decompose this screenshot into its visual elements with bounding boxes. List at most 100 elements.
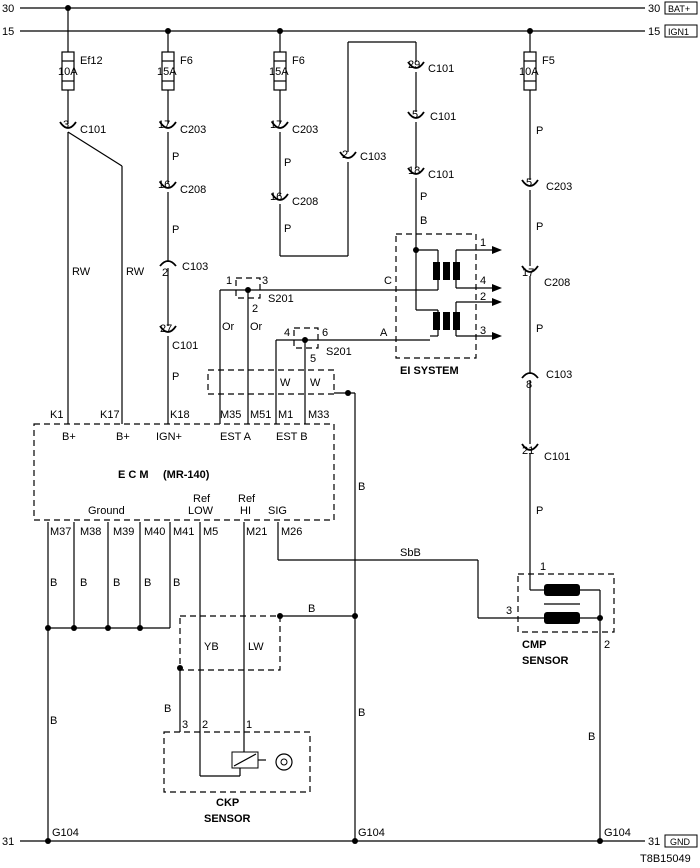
svg-text:C208: C208 bbox=[544, 277, 570, 289]
svg-text:5: 5 bbox=[412, 109, 418, 121]
svg-text:Or: Or bbox=[222, 321, 235, 333]
svg-text:B+: B+ bbox=[116, 431, 130, 443]
svg-text:27: 27 bbox=[160, 323, 172, 335]
svg-text:M41: M41 bbox=[173, 526, 194, 538]
splice-s201-b: 4 6 5 S201 A W W bbox=[275, 327, 430, 424]
fuse-ef12: 10A Ef12 bbox=[58, 8, 103, 91]
fuse-name: F6 bbox=[180, 55, 193, 67]
svg-text:YB: YB bbox=[204, 641, 219, 653]
rail-ign-tag bbox=[664, 24, 698, 38]
rail-gnd-num: 31 bbox=[2, 836, 14, 848]
svg-text:B: B bbox=[50, 577, 57, 589]
svg-text:3: 3 bbox=[182, 719, 188, 731]
rail-bat-label: BAT+ bbox=[668, 4, 690, 14]
svg-text:P: P bbox=[284, 157, 291, 169]
svg-text:C101: C101 bbox=[428, 169, 454, 181]
svg-text:M21: M21 bbox=[246, 526, 267, 538]
svg-text:M40: M40 bbox=[144, 526, 165, 538]
rail-gnd-tag bbox=[664, 834, 698, 848]
svg-text:Ground: Ground bbox=[88, 505, 125, 517]
splice-s201-a: 1 3 2 S201 C Or Or bbox=[219, 275, 430, 424]
svg-text:B: B bbox=[588, 731, 595, 743]
rail-ign-num: 15 bbox=[2, 26, 14, 38]
svg-text:4: 4 bbox=[284, 327, 290, 339]
svg-text:HI: HI bbox=[240, 505, 251, 517]
fuse-amp: 15A bbox=[269, 66, 289, 78]
ei-title: EI SYSTEM bbox=[400, 365, 459, 377]
svg-text:SENSOR: SENSOR bbox=[522, 655, 569, 667]
svg-text:B: B bbox=[164, 703, 171, 715]
ckp-sensor: B YB LW B 3 2 1 CKP SENSOR bbox=[163, 541, 358, 825]
svg-text:EST A: EST A bbox=[220, 431, 252, 443]
svg-text:LW: LW bbox=[248, 641, 264, 653]
svg-text:M38: M38 bbox=[80, 526, 101, 538]
svg-text:17: 17 bbox=[270, 119, 282, 131]
rail-bat-tag bbox=[664, 1, 698, 15]
svg-text:29: 29 bbox=[408, 59, 420, 71]
svg-text:2: 2 bbox=[342, 149, 348, 161]
svg-text:2: 2 bbox=[604, 639, 610, 651]
svg-text:C101: C101 bbox=[430, 111, 456, 123]
svg-text:B+: B+ bbox=[62, 431, 76, 443]
svg-text:M1: M1 bbox=[278, 409, 293, 421]
svg-text:B: B bbox=[80, 577, 87, 589]
column-k1: 3 C101 RW RW bbox=[59, 90, 145, 424]
svg-text:CMP: CMP bbox=[522, 639, 546, 651]
fuse-f6-b: 15A F6 bbox=[269, 31, 305, 91]
svg-text:M35: M35 bbox=[220, 409, 241, 421]
svg-text:CKP: CKP bbox=[216, 797, 239, 809]
cmp-signal: SbB bbox=[277, 541, 544, 619]
svg-text:C101: C101 bbox=[428, 63, 454, 75]
figure-id: T8B15049 bbox=[640, 853, 691, 865]
fuse-name: F6 bbox=[292, 55, 305, 67]
svg-text:B: B bbox=[308, 603, 315, 615]
svg-text:17: 17 bbox=[158, 119, 170, 131]
svg-text:Ref: Ref bbox=[193, 493, 211, 505]
svg-text:B: B bbox=[173, 577, 180, 589]
wire-color: B bbox=[358, 707, 365, 719]
column-ei-feed: 17 C203 P 16 C208 P 2 C103 bbox=[270, 41, 416, 257]
fuse-f5: 10A F5 bbox=[519, 31, 555, 91]
svg-text:2: 2 bbox=[162, 267, 168, 279]
ground-label: G104 bbox=[52, 827, 79, 839]
svg-text:C203: C203 bbox=[292, 124, 318, 136]
svg-text:1: 1 bbox=[540, 561, 546, 573]
svg-text:16: 16 bbox=[270, 191, 282, 203]
svg-text:4: 4 bbox=[480, 275, 486, 287]
svg-text:3: 3 bbox=[262, 275, 268, 287]
svg-text:IGN+: IGN+ bbox=[156, 431, 182, 443]
cmp-feed: P 5 C203 P 17 C208 P 8 C103 21 C101 P bbox=[521, 90, 572, 590]
column-ei-chain: 29 C101 5 C101 18 C101 P B bbox=[407, 42, 456, 250]
svg-text:P: P bbox=[172, 371, 179, 383]
svg-text:SIG: SIG bbox=[268, 505, 287, 517]
ecm-module: K1 K17 K18 M35 M51 M1 M33 B+ B+ IGN+ EST… bbox=[33, 409, 335, 541]
fuse-name: Ef12 bbox=[80, 55, 103, 67]
svg-text:P: P bbox=[284, 223, 291, 235]
svg-text:P: P bbox=[420, 191, 427, 203]
svg-text:S201: S201 bbox=[268, 293, 294, 305]
column-k18: 17 C203 P 16 C208 P 2 C103 27 C101 P bbox=[158, 90, 208, 424]
rail-gnd-num-right: 31 bbox=[648, 836, 660, 848]
svg-text:M39: M39 bbox=[113, 526, 134, 538]
svg-text:M5: M5 bbox=[203, 526, 218, 538]
svg-text:A: A bbox=[380, 327, 388, 339]
svg-text:K1: K1 bbox=[50, 409, 63, 421]
svg-text:2: 2 bbox=[480, 291, 486, 303]
svg-text:1: 1 bbox=[246, 719, 252, 731]
svg-text:E C M: E C M bbox=[118, 469, 149, 481]
svg-text:K18: K18 bbox=[170, 409, 190, 421]
svg-text:21: 21 bbox=[522, 445, 534, 457]
svg-text:2: 2 bbox=[252, 303, 258, 315]
svg-text:3: 3 bbox=[480, 325, 486, 337]
fuse-name: F5 bbox=[542, 55, 555, 67]
svg-text:Or: Or bbox=[250, 321, 263, 333]
rail-gnd-label: GND bbox=[670, 837, 691, 847]
svg-text:C101: C101 bbox=[544, 451, 570, 463]
svg-text:16: 16 bbox=[158, 179, 170, 191]
svg-text:3: 3 bbox=[506, 605, 512, 617]
ground-bus: B B B B B B bbox=[45, 541, 180, 841]
fuse-amp: 10A bbox=[519, 66, 539, 78]
svg-text:M37: M37 bbox=[50, 526, 71, 538]
svg-text:C: C bbox=[384, 275, 392, 287]
